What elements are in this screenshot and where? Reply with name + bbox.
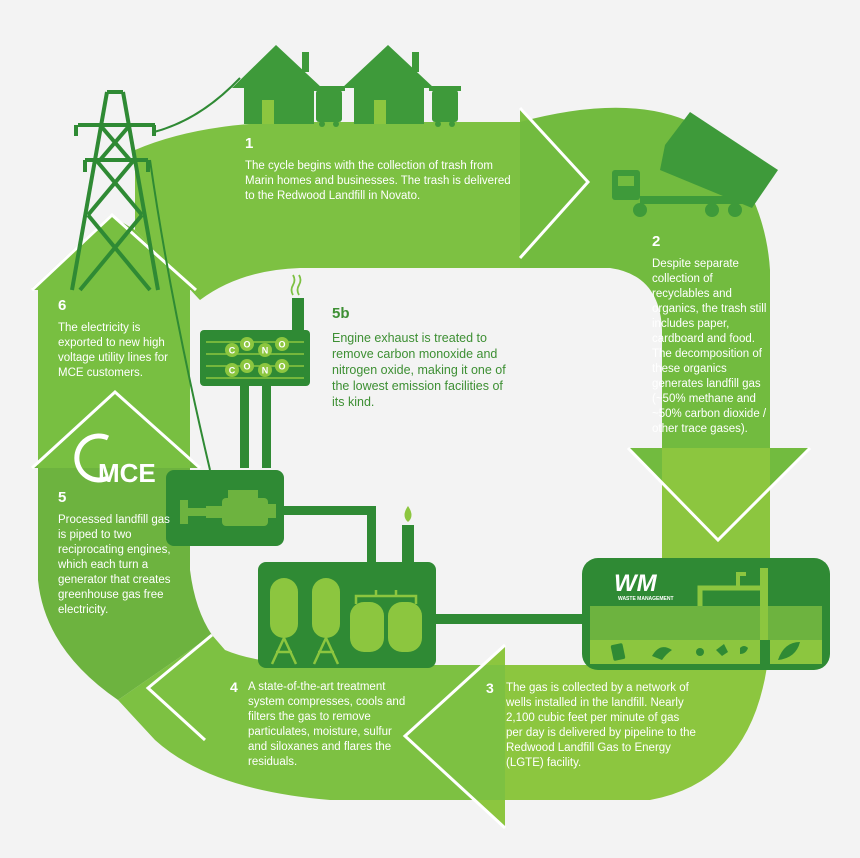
chevron-5 bbox=[30, 389, 201, 470]
step-5-description: Processed landfill gas is piped to two r… bbox=[58, 514, 171, 616]
landfill-debris-icons bbox=[610, 642, 800, 661]
chevron-4 bbox=[145, 633, 213, 742]
chevron-3 bbox=[402, 643, 507, 830]
house-icon bbox=[342, 45, 434, 124]
wm-logo: WM bbox=[614, 570, 658, 597]
trash-bin-icon bbox=[429, 86, 461, 127]
landfill-section bbox=[582, 558, 830, 670]
power-tower-icon bbox=[70, 90, 160, 292]
step-5b-description: Engine exhaust is treated to remove carb… bbox=[332, 331, 506, 409]
houses bbox=[232, 45, 461, 127]
step-5b-text: 5b Engine exhaust is treated to remove c… bbox=[332, 306, 514, 410]
gas-treatment-system bbox=[258, 506, 588, 668]
molecule-label: O bbox=[243, 362, 250, 372]
step-5-number: 5 bbox=[58, 489, 67, 506]
power-line bbox=[153, 77, 241, 133]
step-1-number: 1 bbox=[245, 135, 254, 152]
power-line-to-engine bbox=[149, 159, 211, 471]
step-1-text: 1 The cycle begins with the collection o… bbox=[245, 136, 520, 204]
step-6-text: 6 The electricity is exported to new hig… bbox=[58, 298, 180, 381]
chevron-2 bbox=[626, 446, 812, 543]
molecule-label: O bbox=[278, 362, 285, 372]
molecule-label: N bbox=[262, 366, 269, 376]
molecule-atom bbox=[275, 359, 289, 373]
step-2-number: 2 bbox=[652, 233, 661, 250]
molecule-label: N bbox=[262, 346, 269, 356]
mce-logo-text: MCE bbox=[98, 458, 156, 488]
molecule-label: O bbox=[278, 340, 285, 350]
step-3-number: 3 bbox=[486, 680, 494, 696]
trash-bin-icon bbox=[313, 86, 345, 127]
step-5-text: 5 Processed landfill gas is piped to two… bbox=[58, 490, 176, 618]
step-4-number: 4 bbox=[230, 679, 238, 695]
step-3-description: The gas is collected by a network of wel… bbox=[506, 682, 696, 769]
step-2-text: 2 Despite separate collection of recycla… bbox=[652, 234, 770, 437]
molecule-label: C bbox=[229, 366, 236, 376]
molecule-atom bbox=[258, 343, 272, 357]
step-6-number: 6 bbox=[58, 297, 67, 314]
house-icon bbox=[232, 45, 322, 124]
molecule-atom bbox=[225, 343, 239, 357]
molecule-atom bbox=[240, 337, 254, 351]
molecule-atom bbox=[275, 337, 289, 351]
molecule-label: O bbox=[243, 340, 250, 350]
molecule-atom bbox=[258, 363, 272, 377]
arrow-step-4 bbox=[118, 635, 505, 800]
step-1-description: The cycle begins with the collection of … bbox=[245, 160, 511, 202]
chevron-1 bbox=[518, 106, 591, 260]
mce-logo: MCE bbox=[74, 433, 156, 488]
step-4-text: 4 A state-of-the-art treatment system co… bbox=[230, 680, 410, 770]
molecule-atom bbox=[240, 359, 254, 373]
step-6-description: The electricity is exported to new high … bbox=[58, 322, 168, 379]
molecule-label: C bbox=[229, 346, 236, 356]
step-2-description: Despite separate collection of recyclabl… bbox=[652, 258, 767, 435]
step-4-description: A state-of-the-art treatment system comp… bbox=[248, 681, 406, 768]
wm-logo-subtitle: WASTE MANAGEMENT bbox=[618, 596, 674, 602]
arrow-step-1 bbox=[135, 108, 588, 300]
step-3-text: 3 The gas is collected by a network of w… bbox=[486, 681, 696, 771]
molecule-atom bbox=[225, 363, 239, 377]
engine-generator-unit bbox=[166, 470, 376, 564]
garbage-truck-icon bbox=[612, 112, 778, 217]
step-5b-number: 5b bbox=[332, 305, 350, 322]
